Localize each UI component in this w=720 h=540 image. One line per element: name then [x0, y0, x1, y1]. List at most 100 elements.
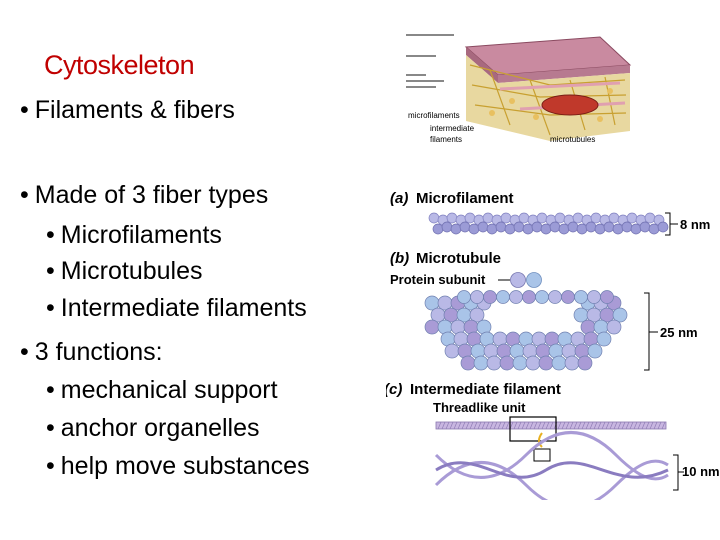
hatch-line: [501, 421, 506, 430]
bead: [558, 223, 570, 235]
bead: [551, 355, 567, 371]
sub-bullet-intermediate: •Intermediate filaments: [46, 294, 307, 322]
bead: [606, 319, 622, 335]
hatch-line: [585, 421, 590, 430]
bead: [596, 331, 612, 347]
bead: [525, 355, 541, 371]
bead: [594, 223, 606, 235]
hatch-line: [485, 421, 490, 430]
hatch-line: [561, 421, 566, 430]
bead: [473, 355, 489, 371]
bead: [444, 343, 460, 359]
hatch-line: [581, 421, 586, 430]
label-intermediate: intermediate: [430, 124, 475, 133]
hatch-line: [497, 421, 502, 430]
hatch-line: [653, 421, 658, 430]
intermediate-filament-rope: [434, 431, 669, 500]
bullet-icon: •: [46, 376, 55, 404]
bullet-icon: •: [46, 257, 55, 285]
bead: [567, 221, 579, 233]
bead: [483, 290, 497, 304]
bead: [496, 290, 510, 304]
bead: [477, 221, 489, 233]
bead: [450, 223, 462, 235]
sub-bullet-microfilaments: •Microfilaments: [46, 221, 222, 249]
label-threadlike-unit: Threadlike unit: [433, 400, 526, 415]
subunit-bead: [526, 272, 542, 288]
hatch-line: [533, 421, 538, 430]
bullet-icon: •: [20, 338, 29, 366]
hatch-line: [637, 421, 642, 430]
bead: [512, 355, 528, 371]
hatch-line: [641, 421, 646, 430]
bead: [621, 221, 633, 233]
bead: [504, 223, 516, 235]
filament-types-figure: (a) Microfilament 8 nm (b) Microtubule P…: [386, 190, 720, 500]
hatch-line: [593, 421, 598, 430]
bead: [500, 212, 512, 224]
hatch-line: [649, 421, 654, 430]
bullet-icon: •: [46, 294, 55, 322]
bead: [549, 221, 561, 233]
threadlike-hatch: [437, 421, 666, 430]
hatch-line: [565, 421, 570, 430]
title-microfilament: Microfilament: [416, 190, 514, 207]
hatch-line: [541, 421, 546, 430]
bullet-fiber-types: •Made of 3 fiber types: [20, 181, 269, 209]
hatch-line: [573, 421, 578, 430]
hatch-line: [601, 421, 606, 430]
zoom-box-small: [533, 448, 551, 462]
label-microfilaments: microfilaments: [408, 111, 460, 120]
ribosomes: [489, 88, 613, 122]
bead: [564, 355, 580, 371]
bullet-icon: •: [20, 181, 29, 209]
hatch-line: [465, 421, 470, 430]
bead: [432, 223, 444, 235]
hatch-line: [489, 421, 494, 430]
bead: [626, 212, 638, 224]
bead: [468, 223, 480, 235]
hatch-line: [629, 421, 634, 430]
microtubule-cylinder: [424, 290, 628, 371]
bead: [486, 355, 502, 371]
bead: [554, 212, 566, 224]
hatch-line: [661, 421, 666, 430]
sub-bullet-move: •help move substances: [46, 452, 310, 480]
hatch-line: [461, 421, 466, 430]
cytoskeleton-illustration: microfilaments intermediate filaments mi…: [406, 34, 632, 144]
hatch-line: [597, 421, 602, 430]
bead: [522, 290, 536, 304]
hatch-line: [505, 421, 510, 430]
bead: [441, 221, 453, 233]
hatch-line: [493, 421, 498, 430]
hatch-line: [481, 421, 486, 430]
bead: [495, 221, 507, 233]
bead: [608, 212, 620, 224]
bead: [573, 307, 589, 323]
bead: [428, 212, 440, 224]
hatch-line: [525, 421, 530, 430]
hatch-line: [537, 421, 542, 430]
membrane-edge: [466, 47, 498, 83]
bead: [538, 355, 554, 371]
bead: [548, 290, 562, 304]
label-filaments: filaments: [430, 135, 462, 144]
size-b: 25 nm: [660, 325, 698, 340]
sub-bullet-mechanical: •mechanical support: [46, 376, 278, 404]
bead: [535, 290, 549, 304]
bullet-filaments: •Filaments & fibers: [20, 96, 235, 124]
bead: [531, 221, 543, 233]
hatch-line: [529, 421, 534, 430]
hatch-line: [457, 421, 462, 430]
bead: [540, 223, 552, 235]
hatch-line: [437, 421, 442, 430]
bead: [657, 221, 669, 233]
zoom-box: [509, 416, 557, 442]
microfilament-strand: [428, 212, 669, 235]
bullet-functions: •3 functions:: [20, 338, 163, 366]
hatch-line: [657, 421, 662, 430]
hatch-line: [513, 421, 518, 430]
bead: [577, 355, 593, 371]
size-c: 10 nm: [682, 464, 720, 479]
bead: [446, 212, 458, 224]
